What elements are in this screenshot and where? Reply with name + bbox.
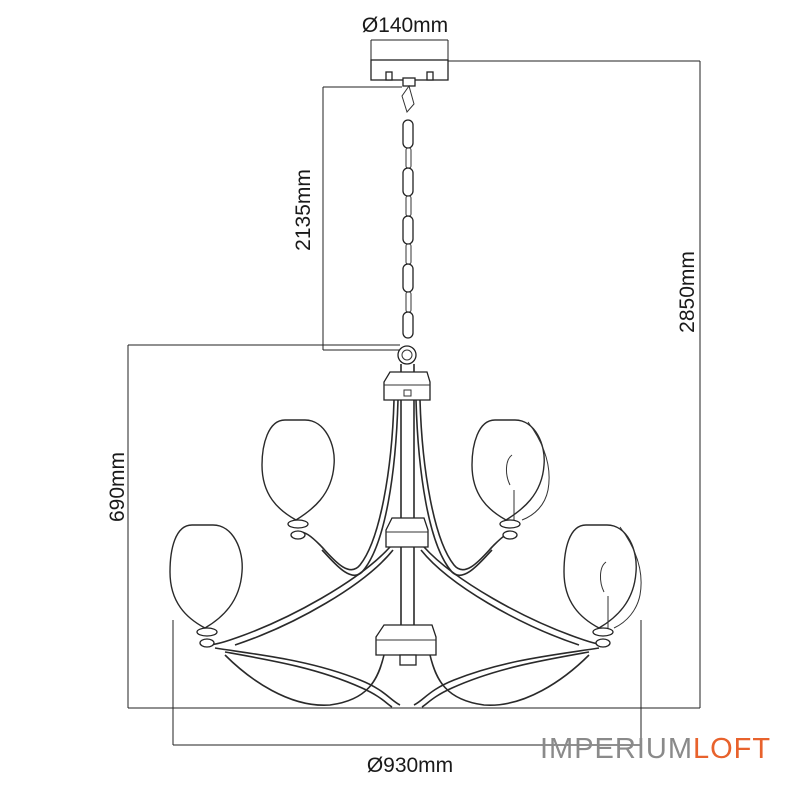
shade-upper-right (471, 419, 550, 540)
dimension-lines (127, 39, 701, 746)
total-height-label: 2850mm (676, 251, 699, 333)
canopy-diameter-label: Ø140mm (362, 14, 448, 37)
shade-lower-right (563, 524, 642, 648)
body-height-label: 690mm (106, 452, 129, 522)
central-stem (375, 364, 437, 666)
chain (397, 84, 417, 365)
canopy (370, 59, 449, 87)
logo-part-imperium: IMPERIUM (540, 733, 693, 765)
shade-lower-left (169, 524, 243, 648)
brand-logo: IMPERIUMLOFT (540, 733, 771, 765)
shade-upper-left (261, 419, 335, 540)
body-diameter-label: Ø930mm (367, 754, 453, 777)
chain-length-label: 2135mm (292, 169, 315, 251)
upper-arms (299, 399, 515, 576)
lower-arms (204, 546, 610, 708)
svg-text:IMPERIUMLOFT: IMPERIUMLOFT (540, 733, 771, 765)
logo-part-loft: LOFT (693, 733, 771, 765)
